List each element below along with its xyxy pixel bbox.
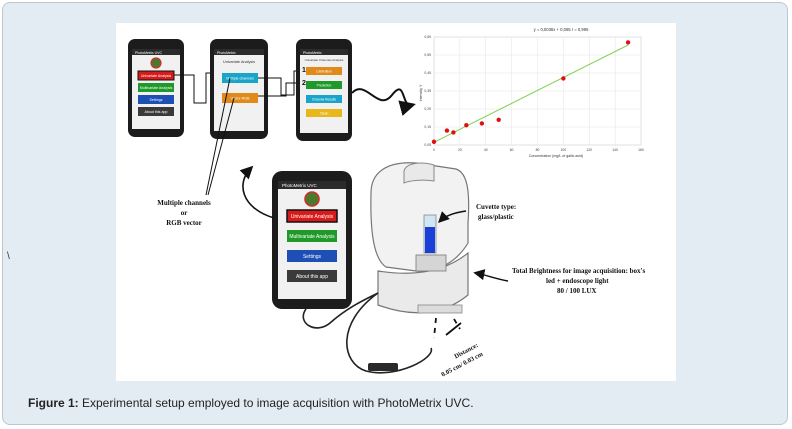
chart-x-tick: 80 xyxy=(536,148,540,152)
multiple-channels-label: Multiple channels xyxy=(226,77,254,81)
figure-image: PhotoMetrix UVC Univariate Analysis Mult… xyxy=(116,23,676,381)
screen-header: Univariate Analysis xyxy=(223,60,255,64)
phone-univariate: PhotoMetrix Univariate Analysis Multiple… xyxy=(210,39,268,139)
app-logo-icon xyxy=(304,191,320,207)
univariate-button-label: Univariate Analysis xyxy=(141,74,172,78)
phone-channels: PhotoMetrix Univariate Channels Analysis… xyxy=(296,39,352,141)
chart-x-tick: 0 xyxy=(433,148,435,152)
or-label: or xyxy=(181,209,188,217)
screen-header: Univariate Channels Analysis xyxy=(305,58,344,62)
chart-point xyxy=(561,76,566,81)
connector-line xyxy=(174,72,220,104)
prediction-button[interactable] xyxy=(306,81,342,89)
prediction-label: Prediction xyxy=(317,84,332,88)
pointer-line xyxy=(207,97,235,196)
multivariate-button[interactable] xyxy=(138,83,174,92)
univariate-button[interactable] xyxy=(286,209,338,223)
endoscope-adapter xyxy=(368,363,398,371)
about-button[interactable] xyxy=(138,107,174,116)
cuvette-type-label: glass/plastic xyxy=(478,213,514,221)
distance-line xyxy=(433,317,437,339)
arrow-to-chart xyxy=(351,88,416,116)
acquisition-box xyxy=(370,162,470,314)
stray-mark: \ xyxy=(7,251,10,262)
brightness-led-label: led + endoscope light xyxy=(546,277,609,285)
channel-results-button[interactable] xyxy=(306,95,342,103)
brightness-lux-label: 80 / 100 LUX xyxy=(557,287,596,295)
figure-caption: Figure 1: Experimental setup employed to… xyxy=(28,396,474,410)
chart-point xyxy=(496,117,501,123)
arrow-to-cuvette xyxy=(438,210,467,223)
settings-button[interactable] xyxy=(287,250,337,262)
distance-marker xyxy=(445,322,462,336)
about-button-label: About this app xyxy=(145,110,168,114)
settings-button[interactable] xyxy=(138,95,174,104)
chart-x-tick: 100 xyxy=(561,148,567,152)
cuvette-liquid xyxy=(425,227,435,253)
app-title-text: PhotoMetrix xyxy=(303,51,322,55)
settings-button-label: Settings xyxy=(150,98,163,102)
multivariate-button[interactable] xyxy=(287,230,337,242)
chart-y-tick: 0,15 xyxy=(424,125,431,129)
cuvette-label: Cuvette type: xyxy=(476,203,516,211)
chart-ylabel: Intensity Y xyxy=(419,84,423,101)
multivariate-button-label: Multivariate Analysis xyxy=(289,234,335,240)
chart-x-tick: 60 xyxy=(510,148,514,152)
app-logo-icon xyxy=(150,57,162,69)
usb-cable xyxy=(302,292,433,374)
chart-x-tick: 120 xyxy=(586,148,592,152)
clean-label: Clean xyxy=(320,112,329,116)
calibration-chart: y = 0,0036x + 0,065 r = 0,995 Intensity … xyxy=(419,27,644,158)
chart-point xyxy=(451,130,456,135)
chart-y-tick: 0,55 xyxy=(424,53,431,57)
chart-x-tick: 160 xyxy=(638,148,644,152)
pointer-line xyxy=(205,77,231,196)
chart-x-tick: 140 xyxy=(612,148,618,152)
multivariate-button-label: Multivariate Analysis xyxy=(140,86,173,90)
calibration-label: Calibration xyxy=(316,70,332,74)
about-button-label: About this app xyxy=(296,274,328,280)
chart-x-tick: 40 xyxy=(484,148,488,152)
multiple-channels-label: Multiple channels xyxy=(157,199,211,207)
arrow-to-menu xyxy=(239,165,275,219)
caption-label: Figure 1: xyxy=(28,396,79,410)
chart-point xyxy=(444,128,450,133)
phone-large: PhotoMetrix UVC Univariate Analysis Mult… xyxy=(272,171,352,309)
phone-main-menu: PhotoMetrix UVC Univariate Analysis Mult… xyxy=(128,39,184,137)
vector-rgb-button[interactable] xyxy=(222,93,258,103)
chart-y-tick: 0,45 xyxy=(424,71,431,75)
calibration-button[interactable] xyxy=(306,67,342,75)
app-title-text: PhotoMetrix UVC xyxy=(135,51,163,55)
multiple-channels-button[interactable] xyxy=(222,73,258,83)
vector-rgb-label: Vector RGB xyxy=(231,97,251,101)
chart-y-tick: 0,25 xyxy=(424,107,431,111)
chart-point xyxy=(464,123,469,128)
chart-title: y = 0,0036x + 0,065 r = 0,995 xyxy=(534,27,589,32)
chart-y-tick: 0,35 xyxy=(424,89,431,93)
brightness-label: Total Brightness for image acquisition: … xyxy=(512,267,645,275)
chart-y-tick: 0,05 xyxy=(424,143,431,147)
distance-line xyxy=(453,318,461,330)
chart-point xyxy=(431,139,437,144)
caption-text: Experimental setup employed to image acq… xyxy=(78,396,474,410)
about-button[interactable] xyxy=(287,270,337,282)
clean-button[interactable] xyxy=(306,109,342,117)
chart-y-tick: 0,65 xyxy=(424,35,431,39)
univariate-button-label: Univariate Analysis xyxy=(291,214,334,220)
marker-2: 2 xyxy=(302,80,306,87)
chart-x-tick: 20 xyxy=(458,148,462,152)
settings-button-label: Settings xyxy=(303,254,322,260)
channel-results-label: Channel Results xyxy=(312,98,337,102)
chart-point xyxy=(625,40,631,45)
arrow-to-box xyxy=(473,269,509,282)
chart-point xyxy=(479,121,485,126)
rgb-vector-label: RGB vector xyxy=(166,219,202,227)
app-title-text: PhotoMetrix xyxy=(217,51,236,55)
marker-1: 1 xyxy=(302,67,306,74)
chart-xlabel: Concentration (mg/L of gallic acid) xyxy=(529,154,583,158)
app-title-text: PhotoMetrix UVC xyxy=(282,183,318,188)
